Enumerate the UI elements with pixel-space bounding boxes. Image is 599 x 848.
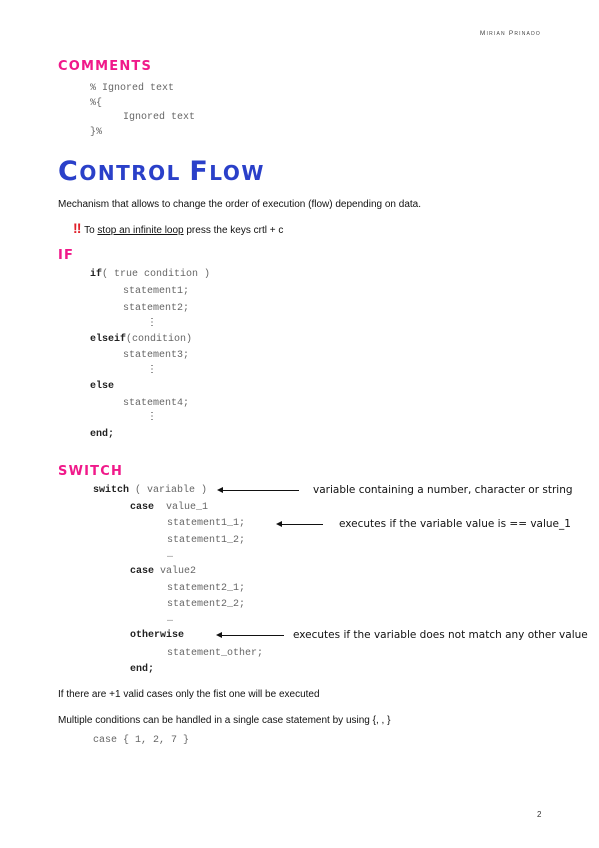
case-2-keyword: case xyxy=(130,566,155,577)
otherwise-statement: statement_other; xyxy=(167,648,264,659)
case-2-statement-2: statement2_2; xyxy=(167,599,246,610)
if-statement-2: statement2; xyxy=(123,303,190,314)
else-statement-4: statement4; xyxy=(123,398,190,409)
comment-line-2: %{ xyxy=(90,98,103,109)
else-vertical-dots: ⋮ xyxy=(147,411,157,422)
warning-prefix: To xyxy=(84,225,98,236)
if-line: if( true condition ) xyxy=(90,269,210,280)
case-1-ellipsis: … xyxy=(167,550,174,561)
case-2-value: value2 xyxy=(154,566,197,577)
control-flow-description: Mechanism that allows to change the orde… xyxy=(58,199,421,210)
case-2-statement-1: statement2_1; xyxy=(167,583,246,594)
author-name: Mirian Prinado xyxy=(479,30,541,37)
if-keyword: if xyxy=(90,269,103,280)
title-big-f: F xyxy=(189,156,210,187)
elseif-line: elseif(condition) xyxy=(90,334,192,345)
page-number: 2 xyxy=(537,810,542,819)
comments-heading: COMMENTS xyxy=(58,59,153,74)
switch-heading: SWITCH xyxy=(58,464,124,479)
comment-line-3: Ignored text xyxy=(123,112,196,123)
switch-variable: ( variable ) xyxy=(129,485,208,496)
otherwise-note: executes if the variable does not match … xyxy=(293,629,588,641)
case-1-note: executes if the variable value is == val… xyxy=(339,518,571,530)
comment-line-4: }% xyxy=(90,127,103,138)
otherwise-keyword: otherwise xyxy=(130,630,185,641)
switch-arrow-line xyxy=(223,490,299,491)
elseif-vertical-dots: ⋮ xyxy=(147,364,157,375)
case-1-keyword: case xyxy=(130,502,155,513)
case-1-arrowhead-icon xyxy=(276,521,282,527)
multiple-conditions-note: Multiple conditions can be handled in a … xyxy=(58,715,391,726)
elseif-condition: (condition) xyxy=(126,334,193,345)
switch-line: switch ( variable ) xyxy=(93,485,207,496)
elseif-statement-3: statement3; xyxy=(123,350,190,361)
if-heading: IF xyxy=(58,248,75,263)
otherwise-arrowhead-icon xyxy=(216,632,222,638)
case-2-ellipsis: … xyxy=(167,614,174,625)
switch-keyword: switch xyxy=(93,485,130,496)
case-1-statement-2: statement1_2; xyxy=(167,535,246,546)
switch-note: variable containing a number, character … xyxy=(313,484,573,496)
if-condition: ( true condition ) xyxy=(102,269,211,280)
case-1-statement-1: statement1_1; xyxy=(167,518,246,529)
switch-arrowhead-icon xyxy=(217,487,223,493)
case-set-example: case { 1, 2, 7 } xyxy=(93,735,190,746)
control-flow-title: CONTROL FLOW xyxy=(58,156,265,187)
if-end-keyword: end; xyxy=(90,429,115,440)
switch-end-keyword: end; xyxy=(130,664,155,675)
title-rest-2: LOW xyxy=(209,161,265,185)
elseif-keyword: elseif xyxy=(90,334,127,345)
warning-line: ‼ To stop an infinite loop press the key… xyxy=(73,220,283,236)
case-1-arrow-line xyxy=(282,524,323,525)
multiple-cases-note: If there are +1 valid cases only the fis… xyxy=(58,689,320,700)
otherwise-arrow-line xyxy=(222,635,284,636)
double-exclamation-icon: ‼ xyxy=(73,220,82,236)
title-rest-1: ONTROL xyxy=(79,161,190,185)
warning-link[interactable]: stop an infinite loop xyxy=(97,225,184,236)
comment-line-1: % Ignored text xyxy=(90,83,175,94)
warning-suffix: press the keys crtl + c xyxy=(183,225,284,236)
if-vertical-dots: ⋮ xyxy=(147,317,157,328)
else-keyword: else xyxy=(90,381,115,392)
title-big-c: C xyxy=(58,156,80,187)
case-1-value: value_1 xyxy=(160,502,209,513)
if-statement-1: statement1; xyxy=(123,286,190,297)
